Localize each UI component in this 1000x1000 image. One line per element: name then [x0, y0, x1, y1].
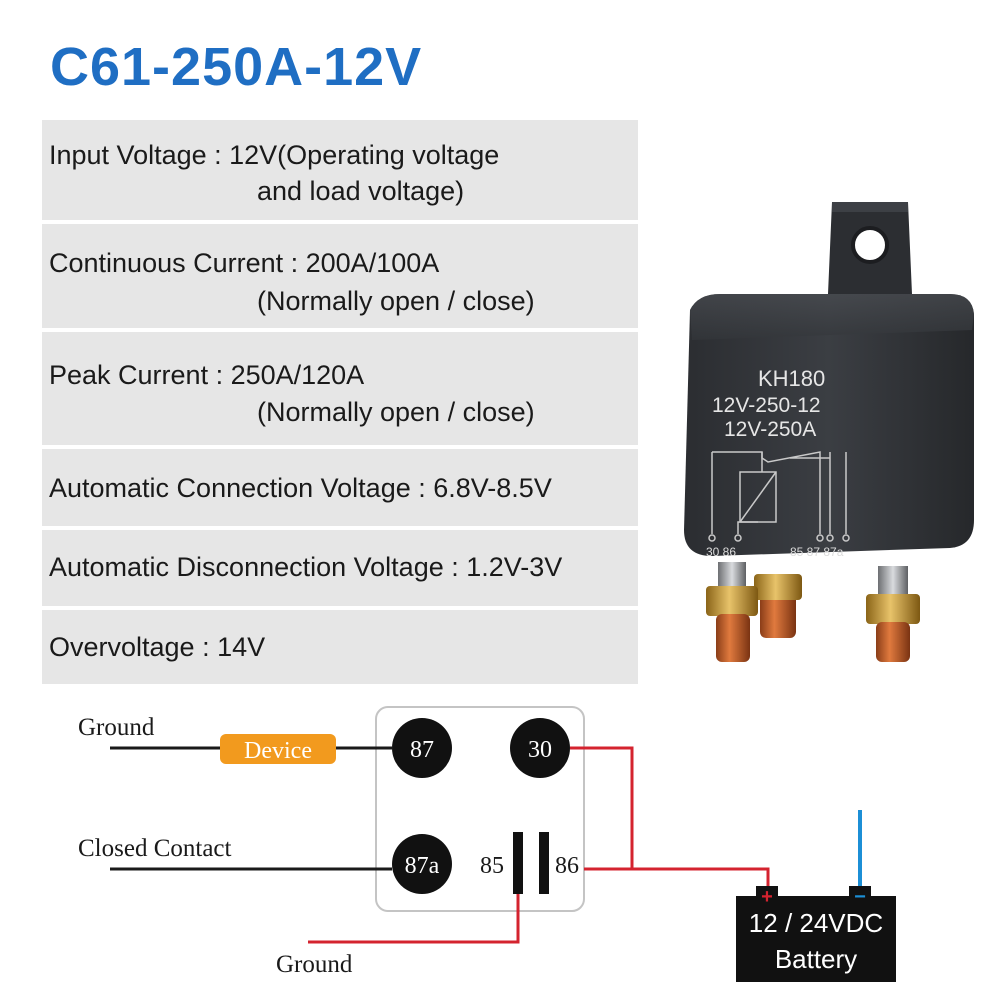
spec-row-peak-current: Peak Current : 250A/120A (Normally open … [42, 332, 638, 445]
red-wire-85-ground [308, 894, 520, 944]
relay-body [684, 294, 974, 556]
spec-row-input-voltage: Input Voltage : 12V(Operating voltage an… [42, 120, 638, 220]
pin-87a-label: 87a [405, 853, 440, 879]
pin-30-label: 30 [528, 737, 552, 763]
relay-rating-line3: 12V-250A [724, 418, 816, 441]
mounting-tab [822, 202, 918, 308]
spec-continuous-current-line1: Continuous Current : 200A/100A [49, 248, 440, 278]
relay-printed-schematic [708, 451, 850, 542]
coil-bar-left [513, 832, 523, 894]
spec-row-continuous-current: Continuous Current : 200A/100A (Normally… [42, 224, 638, 328]
battery-minus-icon: − [854, 886, 866, 908]
device-label: Device [244, 738, 312, 764]
spec-auto-disconnection-line: Automatic Disconnection Voltage : 1.2V-3… [49, 552, 563, 582]
pin-85-label: 85 [480, 853, 504, 879]
terminal-right [866, 566, 920, 662]
pin-86-label: 86 [555, 853, 579, 879]
pin-30-symbol [510, 718, 570, 778]
spec-row-overvoltage: Overvoltage : 14V [42, 610, 638, 684]
page-title: C61-250A-12V [50, 37, 423, 97]
battery-label: Battery [775, 944, 857, 974]
ground-bottom-label: Ground [276, 951, 353, 978]
battery-plus-icon: + [761, 886, 773, 908]
terminal-left [706, 562, 758, 662]
battery-symbol [736, 896, 896, 982]
pin-87-label: 87 [410, 737, 434, 763]
battery-negative-terminal [849, 886, 871, 898]
relay-rating-line2: 12V-250-12 [712, 394, 821, 417]
ground-top-label: Ground [78, 714, 155, 741]
spec-auto-connection-line: Automatic Connection Voltage : 6.8V-8.5V [49, 473, 552, 503]
relay-pins-right-label: 85 87 87a [790, 545, 844, 559]
relay-pins-left-label: 30 86 [706, 545, 736, 559]
relay-product-image: KH180 12V-250-12 12V-250A 30 86 85 87 87… [684, 202, 974, 662]
relay-model-text: KH180 [758, 366, 825, 391]
spec-input-voltage-line1: Input Voltage : 12V(Operating voltage [49, 140, 500, 170]
wiring-diagram: Ground Device Closed Contact 87 30 87a 8… [78, 706, 896, 982]
pin-87-symbol [392, 718, 452, 778]
spec-peak-current-line1: Peak Current : 250A/120A [49, 360, 365, 390]
pin-87a-symbol [392, 834, 452, 894]
coil-bar-right [539, 832, 549, 894]
spec-peak-current-line2: (Normally open / close) [257, 397, 535, 427]
spec-row-auto-connection: Automatic Connection Voltage : 6.8V-8.5V [42, 449, 638, 526]
battery-positive-terminal [756, 886, 778, 898]
closed-contact-label: Closed Contact [78, 835, 232, 862]
spec-row-auto-disconnection: Automatic Disconnection Voltage : 1.2V-3… [42, 530, 638, 606]
battery-voltage-label: 12 / 24VDC [749, 908, 883, 938]
spec-continuous-current-line2: (Normally open / close) [257, 286, 535, 316]
spec-overvoltage-line: Overvoltage : 14V [49, 632, 266, 662]
device-symbol [220, 734, 336, 764]
spec-input-voltage-line2: and load voltage) [257, 176, 465, 206]
spec-table: Input Voltage : 12V(Operating voltage an… [42, 120, 638, 688]
terminal-back [754, 574, 802, 638]
